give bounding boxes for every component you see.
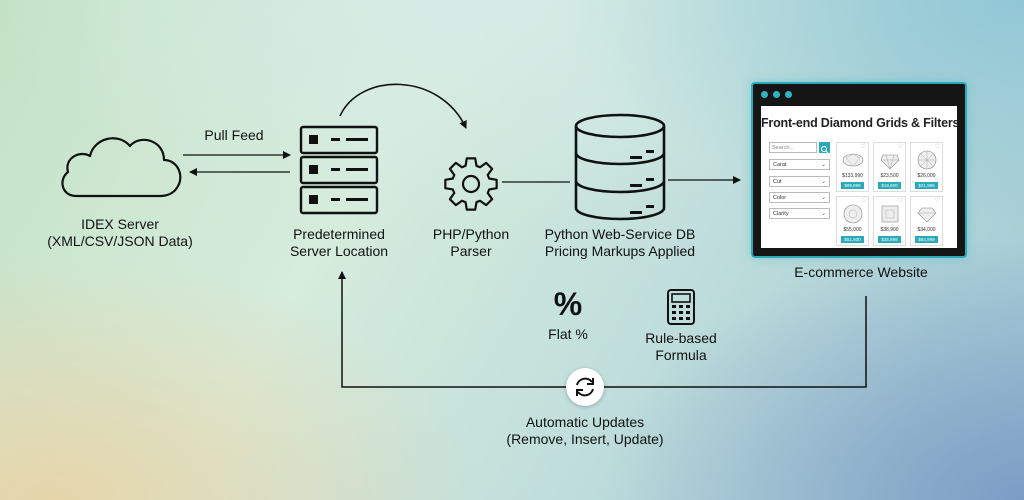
chevron-down-icon: ⌄ (820, 179, 826, 185)
heart-icon[interactable]: ♡ (860, 198, 866, 204)
website-body: Front-end Diamond Grids & Filters Search… (761, 106, 960, 248)
diamond-icon (880, 154, 900, 170)
heart-icon[interactable]: ♡ (934, 144, 940, 150)
updates-label-line2: (Remove, Insert, Update) (506, 431, 664, 447)
website-mockup: Front-end Diamond Grids & Filters Search… (751, 82, 967, 258)
browser-bar (753, 84, 965, 104)
diamond-icon (842, 153, 864, 167)
product-card[interactable]: ♡ $133,990 $99,999 (836, 142, 869, 192)
idex-label-line2: (XML/CSV/JSON Data) (47, 233, 193, 249)
browser-dot-icon (761, 91, 768, 98)
filter-cut[interactable]: Cut ⌄ (769, 176, 830, 187)
parser-label-line1: PHP/Python (432, 226, 510, 242)
flat-label-text: Flat % (548, 326, 588, 342)
diamond-icon (881, 205, 899, 223)
filter-clarity[interactable]: Clarity ⌄ (769, 208, 830, 219)
updates-label-line1: Automatic Updates (525, 414, 645, 430)
filter-cut-label: Cut (773, 179, 782, 185)
chevron-down-icon: ⌄ (820, 162, 826, 168)
diamond-icon (843, 204, 863, 224)
db-label-line2: Pricing Markups Applied (544, 243, 696, 259)
heart-icon[interactable]: ♡ (934, 198, 940, 204)
filter-color[interactable]: Color ⌄ (769, 192, 830, 203)
update-loop-line (338, 271, 867, 388)
diamond-icon (917, 207, 937, 223)
product-button[interactable]: $35,899 (878, 236, 901, 243)
heart-icon[interactable]: ♡ (860, 144, 866, 150)
sync-badge (566, 368, 604, 406)
server-icon (299, 125, 379, 215)
search-input[interactable]: Search... (769, 142, 817, 153)
product-card[interactable]: ♡ $26,000 $21,995 (910, 142, 943, 192)
gear-icon (444, 157, 498, 211)
product-button[interactable]: $51,500 (841, 236, 864, 243)
product-price: $55,000 (843, 227, 862, 233)
percent-icon: % (553, 286, 583, 322)
filter-carat-label: Carat (773, 162, 787, 168)
idex-label-line1: IDEX Server (81, 216, 159, 232)
server-label-line2: Server Location (289, 243, 389, 259)
website-title: Front-end Diamond Grids & Filters (761, 116, 960, 130)
website-label: E-commerce Website (776, 264, 946, 281)
parser-label-line2: Parser (450, 243, 492, 259)
pull-feed-text: Pull Feed (204, 127, 264, 143)
rule-label-line2: Formula (655, 347, 707, 363)
product-card[interactable]: ♡ $34,000 $64,999 (910, 196, 943, 246)
product-button[interactable]: $64,999 (915, 236, 938, 243)
rule-label-line1: Rule-based (645, 330, 717, 346)
product-card[interactable]: ♡ $38,900 $35,899 (873, 196, 906, 246)
heart-icon[interactable]: ♡ (897, 144, 903, 150)
chevron-down-icon: ⌄ (820, 211, 826, 217)
website-label-text: E-commerce Website (794, 264, 928, 280)
product-card[interactable]: ♡ $55,000 $51,500 (836, 196, 869, 246)
product-button[interactable]: $99,999 (841, 182, 864, 189)
product-price: $133,990 (842, 173, 863, 179)
chevron-down-icon: ⌄ (820, 195, 826, 201)
product-button[interactable]: $21,995 (915, 182, 938, 189)
database-icon (574, 113, 666, 221)
filter-clarity-label: Clarity (773, 211, 789, 217)
search-icon (821, 146, 829, 154)
db-label: Python Web-Service DB Pricing Markups Ap… (530, 226, 710, 260)
rule-label: Rule-based Formula (636, 330, 726, 364)
cloud-icon (61, 137, 182, 198)
calculator-icon (667, 289, 695, 325)
product-price: $34,000 (917, 227, 936, 233)
product-price: $26,000 (917, 173, 936, 179)
diamond-icon (917, 150, 937, 170)
server-label-line1: Predetermined (293, 226, 385, 242)
filter-carat[interactable]: Carat ⌄ (769, 159, 830, 170)
parser-label: PHP/Python Parser (416, 226, 526, 260)
pull-feed-label: Pull Feed (193, 127, 275, 144)
refresh-icon (576, 377, 594, 397)
updates-label: Automatic Updates (Remove, Insert, Updat… (480, 414, 690, 448)
heart-icon[interactable]: ♡ (897, 198, 903, 204)
browser-dot-icon (773, 91, 780, 98)
product-button[interactable]: $19,600 (878, 182, 901, 189)
server-label: Predetermined Server Location (268, 226, 410, 260)
product-price: $38,900 (880, 227, 899, 233)
product-price: $23,500 (880, 173, 899, 179)
browser-dot-icon (785, 91, 792, 98)
product-card[interactable]: ♡ $23,500 $19,600 (873, 142, 906, 192)
curved-arrow (339, 83, 467, 129)
search-button[interactable] (819, 142, 830, 154)
filter-color-label: Color (773, 195, 787, 201)
db-label-line1: Python Web-Service DB (544, 226, 696, 242)
flat-label: Flat % (538, 326, 598, 343)
idex-label: IDEX Server (XML/CSV/JSON Data) (30, 216, 210, 250)
